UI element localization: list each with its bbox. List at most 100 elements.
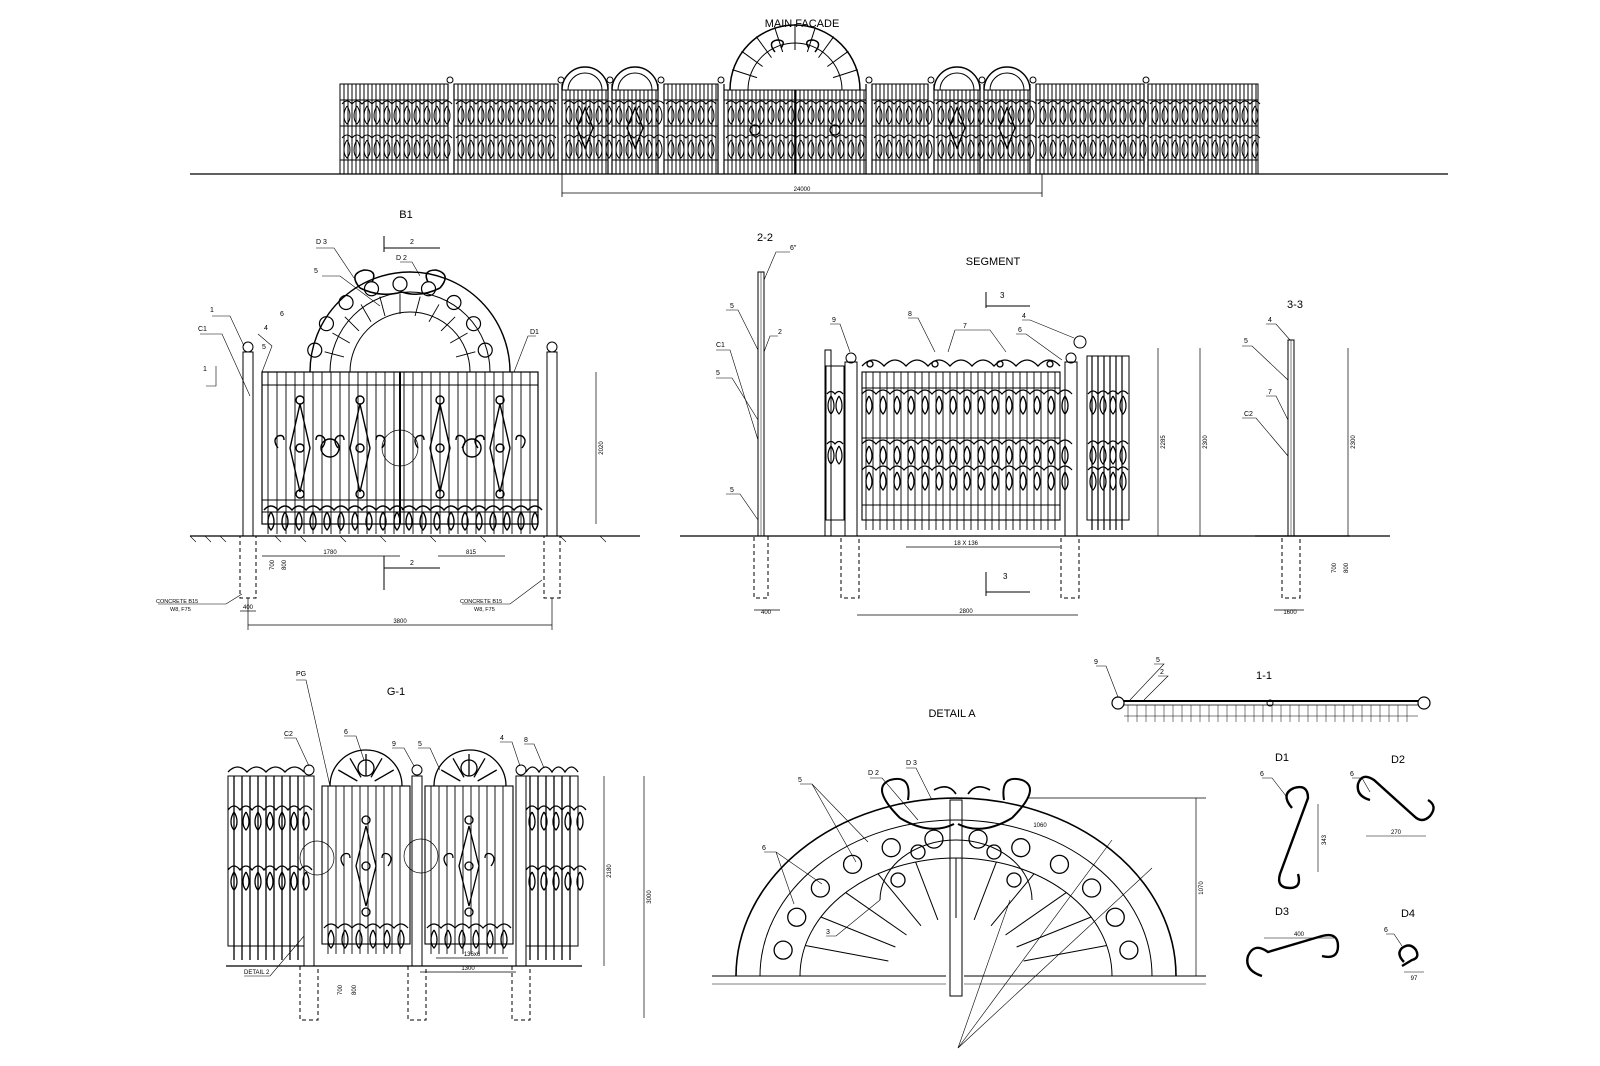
d4-callout-6: 6 xyxy=(1384,927,1388,934)
segment-callout-7: 7 xyxy=(963,323,967,330)
s33-height-dimension: 2300 xyxy=(1351,435,1357,449)
detail-d1: 343 6 xyxy=(1260,771,1328,890)
b1-callout-4: 4 xyxy=(264,325,268,332)
title-section-1-1: 1-1 xyxy=(1256,670,1272,682)
s11-callout-5: 5 xyxy=(1156,657,1160,664)
segment-callout-4: 4 xyxy=(1022,313,1026,320)
b1-total-dimension: 3800 xyxy=(393,619,407,625)
b1-concrete-note-left-2: W8, F75 xyxy=(170,607,191,613)
detaila-callout-6: 6 xyxy=(762,845,766,852)
segment-callout-8: 8 xyxy=(908,311,912,318)
segment-callout-9: 9 xyxy=(832,317,836,324)
s22-callout-5b: 5 xyxy=(716,370,720,377)
s33-base-dimension: 1600 xyxy=(1283,610,1297,616)
title-d4: D4 xyxy=(1400,908,1416,920)
d1-callout-6: 6 xyxy=(1260,771,1264,778)
g1-detail-2-note: DETAIL 2 xyxy=(244,970,270,976)
b1-callout-5a: 5 xyxy=(262,344,266,351)
b1-callout-d3: D 3 xyxy=(316,239,327,246)
title-segment: SEGMENT xyxy=(965,256,1021,268)
d2-length-dimension: 270 xyxy=(1391,830,1402,836)
b1-height-dimension: 2020 xyxy=(599,441,605,455)
section-1-1: 9 5 2 xyxy=(1094,657,1431,722)
section-3-3: 2300 1600 700 800 4 5 7 C2 xyxy=(1242,317,1357,616)
title-main-facade: MAIN FACADE xyxy=(764,18,840,30)
detaila-callout-3: 3 xyxy=(826,929,830,936)
detaila-callout-d3: D 3 xyxy=(906,760,917,767)
title-g1: G-1 xyxy=(386,686,406,698)
main-facade: 24000 xyxy=(190,24,1448,197)
b1-depth-dimension-1: 700 xyxy=(270,559,276,570)
s33-callout-4: 4 xyxy=(1268,317,1272,324)
segment-height-dimension: 2285 xyxy=(1161,435,1167,449)
d3-length-dimension: 400 xyxy=(1294,932,1305,938)
s22-base-dimension: 400 xyxy=(761,610,772,616)
s33-depth-dimension-2: 800 xyxy=(1344,562,1350,573)
g1-callout-8: 8 xyxy=(524,737,528,744)
title-d2: D2 xyxy=(1390,754,1406,766)
detaila-callout-d2: D 2 xyxy=(868,770,879,777)
title-b1: B1 xyxy=(399,209,413,221)
detaila-radius-dimension: 1060 xyxy=(1033,823,1047,829)
g1-callout-c2: C2 xyxy=(284,731,293,738)
s33-callout-7: 7 xyxy=(1268,389,1272,396)
s22-callout-c1: C1 xyxy=(716,342,725,349)
g1-span-dimension: 1300 xyxy=(461,966,475,972)
d2-callout-6: 6 xyxy=(1350,771,1354,778)
b1-concrete-note-left-1: CONCRETE B15 xyxy=(156,599,198,605)
b1-callout-5b: 5 xyxy=(314,268,318,275)
s22-callout-2: 2 xyxy=(778,329,782,336)
g1-height-dimension: 2180 xyxy=(607,864,613,878)
b1-callout-d2: D 2 xyxy=(396,255,407,262)
title-d3: D3 xyxy=(1274,906,1290,918)
segment-callout-6: 6 xyxy=(1018,327,1022,334)
b1-callout-1: 1 xyxy=(210,307,214,314)
g1-callout-5: 5 xyxy=(418,741,422,748)
title-detail-a: DETAIL A xyxy=(928,708,976,720)
section-2-2: 400 5 C1 5 5 2 6" xyxy=(680,245,830,616)
facade-total-dimension: 24000 xyxy=(794,187,811,193)
b1-section-marker-top: 2 xyxy=(410,239,414,246)
g1-callout-4: 4 xyxy=(500,735,504,742)
b1-elevation: 3800 1780 815 400 2020 700 800 2 2 1 C1 … xyxy=(156,236,640,630)
segment-section-marker-bottom: 3 xyxy=(1003,572,1008,581)
segment-total-height-dimension: 2300 xyxy=(1203,435,1209,449)
g1-callout-pg: PG xyxy=(296,671,306,678)
s33-callout-5: 5 xyxy=(1244,338,1248,345)
s33-callout-c2: C2 xyxy=(1244,411,1253,418)
s22-callout-5a: 5 xyxy=(730,303,734,310)
g1-depth-dimension-2: 800 xyxy=(352,984,358,995)
b1-gate-dimension: 1780 xyxy=(323,550,337,556)
s33-depth-dimension-1: 700 xyxy=(1332,562,1338,573)
b1-leaf-dimension: 815 xyxy=(466,550,477,556)
detail-d2: 270 6 xyxy=(1350,771,1435,837)
title-section-3-3: 3-3 xyxy=(1287,299,1303,311)
b1-depth-dimension-2: 800 xyxy=(282,559,288,570)
s22-callout-5c: 5 xyxy=(730,487,734,494)
segment-bars-dimension: 18 X 136 xyxy=(954,541,979,547)
s11-callout-9: 9 xyxy=(1094,659,1098,666)
b1-post-dimension: 400 xyxy=(243,605,254,611)
b1-concrete-note-right-1: CONCRETE B15 xyxy=(460,599,502,605)
g1-depth-dimension-1: 700 xyxy=(338,984,344,995)
b1-callout-1b: 1 xyxy=(203,366,207,373)
g1-bars-dimension: 136x6 xyxy=(464,952,481,958)
s22-callout-6: 6" xyxy=(790,245,797,252)
g1-callout-6: 6 xyxy=(344,729,348,736)
detail-a: 1070 1060 5 6 D 2 D 3 3 xyxy=(712,760,1206,1049)
b1-concrete-note-right-2: W8, F75 xyxy=(474,607,495,613)
s11-callout-2: 2 xyxy=(1160,669,1164,676)
g1-callout-9: 9 xyxy=(392,741,396,748)
d4-length-dimension: 97 xyxy=(1411,976,1418,982)
b1-callout-d1-label: D1 xyxy=(530,329,539,336)
segment-elevation: 2800 18 X 136 2285 2300 3 3 9 8 7 6 4 xyxy=(824,291,1390,616)
g1-elevation: 1300 136x6 2180 3000 700 800 PG C2 6 9 5… xyxy=(226,671,653,1021)
title-section-2-2: 2-2 xyxy=(757,232,773,244)
detail-d3: 400 xyxy=(1246,932,1340,978)
b1-section-marker-bottom: 2 xyxy=(410,560,414,567)
title-d1: D1 xyxy=(1274,752,1290,764)
b1-callout-6a: 6 xyxy=(280,311,284,318)
g1-total-dimension: 3000 xyxy=(647,890,653,904)
detail-d4: 97 6 xyxy=(1384,927,1424,982)
detaila-callout-5: 5 xyxy=(798,777,802,784)
